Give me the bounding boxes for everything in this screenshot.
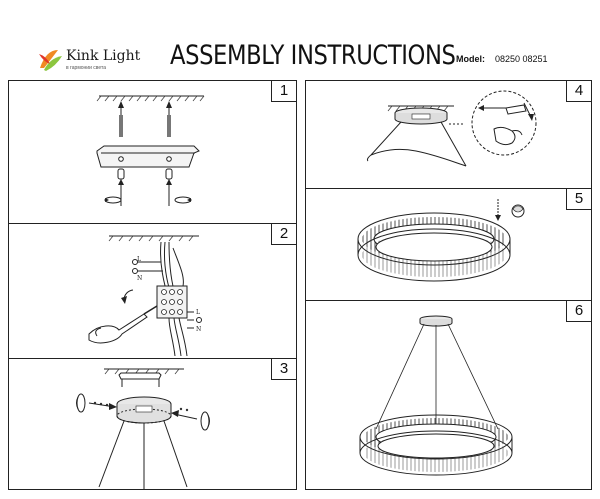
brand-logo: Kink Light в гармонии света bbox=[36, 46, 156, 76]
step-2-illustration: L N L N bbox=[88, 235, 202, 357]
page-header: Kink Light в гармонии света ASSEMBLY INS… bbox=[0, 0, 600, 85]
step-6-illustration bbox=[359, 315, 513, 476]
step-number: 3 bbox=[271, 359, 296, 380]
wire-label-n-bottom: N bbox=[196, 326, 201, 333]
step-4-panel: 4 bbox=[305, 80, 592, 189]
step-5-panel: 5 bbox=[305, 188, 592, 301]
step-number: 4 bbox=[566, 81, 591, 102]
step-2-panel: 2 L N L N bbox=[8, 223, 297, 359]
model-value: 08250 08251 bbox=[495, 54, 548, 64]
step-5-illustration bbox=[357, 199, 525, 282]
step-number: 2 bbox=[271, 224, 296, 245]
step-3-panel: 3 bbox=[8, 358, 297, 490]
wire-label-l-top: L bbox=[137, 256, 141, 263]
step-3-illustration bbox=[76, 368, 210, 489]
page-title: ASSEMBLY INSTRUCTIONS bbox=[170, 40, 456, 71]
brand-name: Kink Light bbox=[66, 48, 141, 64]
wire-label-l-bottom: L bbox=[196, 309, 200, 316]
brand-logo-mark-icon bbox=[39, 50, 62, 71]
step-number: 1 bbox=[271, 81, 296, 102]
step-6-panel: 6 bbox=[305, 300, 592, 490]
brand-tagline: в гармонии света bbox=[66, 65, 107, 71]
step-number: 5 bbox=[566, 189, 591, 210]
step-1-panel: 1 bbox=[8, 80, 297, 224]
model-info: Model: 08250 08251 bbox=[456, 54, 548, 64]
step-number: 6 bbox=[566, 301, 591, 322]
model-label: Model: bbox=[456, 54, 485, 64]
step-4-illustration bbox=[366, 90, 537, 167]
wire-label-n-top: N bbox=[137, 275, 142, 282]
step-1-illustration bbox=[96, 95, 205, 206]
